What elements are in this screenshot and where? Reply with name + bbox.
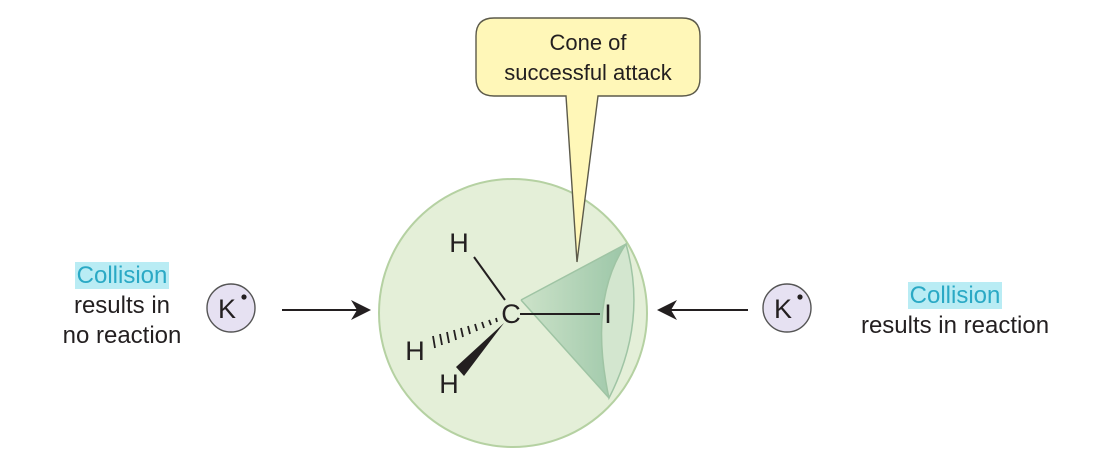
radical-left-dot bbox=[241, 294, 247, 300]
radical-right-symbol: K bbox=[774, 294, 792, 324]
bond-c-h-top bbox=[473, 256, 506, 301]
atom-h-wedge: H bbox=[439, 369, 459, 399]
caption-left-highlight: Collision bbox=[74, 262, 170, 289]
callout-line-1: Cone of bbox=[549, 30, 627, 55]
bond-c-h-wedge bbox=[456, 323, 504, 376]
atom-i: I bbox=[604, 299, 612, 329]
callout-line-2: successful attack bbox=[504, 60, 673, 85]
callout-bubble: Cone of successful attack bbox=[475, 17, 701, 263]
attack-cone bbox=[520, 242, 635, 401]
radical-left: K bbox=[206, 283, 256, 333]
caption-reaction: Collision results in reaction bbox=[835, 281, 1075, 341]
radical-right-dot bbox=[797, 294, 803, 300]
radical-right: K bbox=[762, 283, 812, 333]
caption-right-highlight: Collision bbox=[907, 282, 1003, 309]
caption-left-line-2: results in bbox=[73, 292, 171, 319]
radical-left-symbol: K bbox=[218, 294, 236, 324]
molecule-sphere bbox=[378, 178, 648, 448]
caption-left-line-3: no reaction bbox=[62, 322, 182, 349]
caption-no-reaction: Collision results in no reaction bbox=[42, 261, 202, 351]
bond-c-h-hashed bbox=[432, 317, 498, 349]
caption-right-line-2: results in reaction bbox=[860, 312, 1050, 339]
atom-c: C bbox=[501, 299, 521, 329]
atom-h-top: H bbox=[449, 228, 469, 258]
atom-h-hashed: H bbox=[405, 336, 425, 366]
